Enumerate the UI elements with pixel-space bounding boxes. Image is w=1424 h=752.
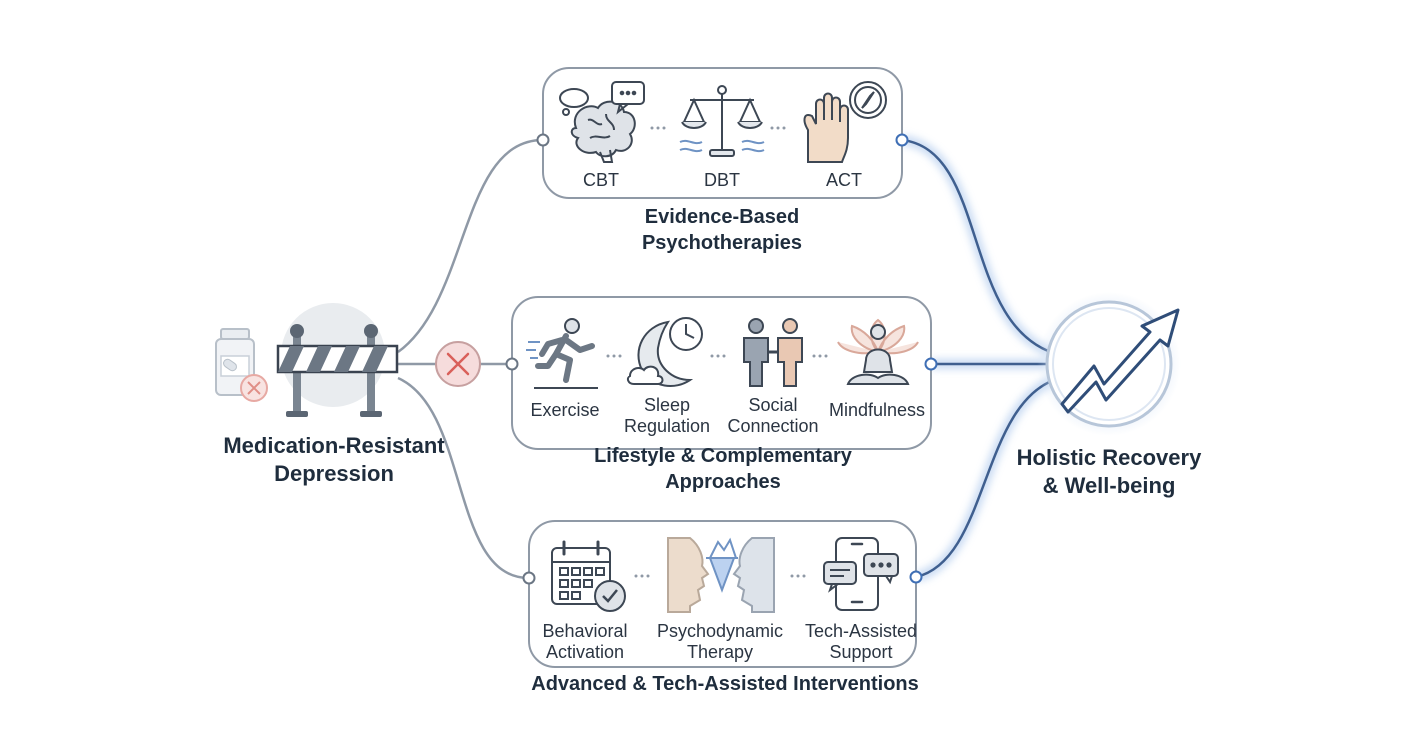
target-title: Holistic Recovery & Well-being bbox=[1016, 445, 1202, 498]
item-label-act: ACT bbox=[826, 170, 862, 190]
phone-chat-icon bbox=[823, 537, 899, 611]
advanced-title: Advanced & Tech-Assisted Interventions bbox=[531, 673, 919, 695]
item-label-exercise: Exercise bbox=[530, 400, 600, 420]
item-label-psychodynamic-therapy: Psychodynamic Therapy bbox=[656, 621, 784, 662]
connector-to-advanced bbox=[397, 376, 530, 580]
item-label-cbt: CBT bbox=[583, 170, 619, 190]
connector-psychotherapies-to-recovery bbox=[901, 138, 1061, 357]
faces-iceberg-icon bbox=[667, 537, 775, 613]
moon-clock-icon bbox=[626, 317, 703, 387]
lifestyle-title: Lifestyle & Complementary Approaches bbox=[594, 445, 852, 493]
item-label-mindfulness: Mindfulness bbox=[828, 400, 926, 420]
advanced-out-dot bbox=[909, 570, 923, 584]
hand-compass-icon bbox=[803, 81, 887, 163]
psychotherapies-title: Evidence-Based Psychotherapies bbox=[641, 206, 803, 254]
meditation-icon bbox=[837, 318, 919, 385]
source-title: Medication-Resistant Depression bbox=[223, 433, 445, 486]
item-label-dbt: DBT bbox=[704, 170, 740, 190]
balance-scale-icon bbox=[679, 85, 765, 157]
brain-icon bbox=[559, 81, 645, 163]
psychotherapies-out-dot bbox=[895, 133, 909, 147]
item-label-sleep-regulation: Sleep Regulation bbox=[623, 395, 711, 436]
recovery-target-icon bbox=[1037, 292, 1181, 436]
item-label-social-connection: Social Connection bbox=[727, 395, 819, 436]
upward-trend-arrow-icon bbox=[1060, 308, 1180, 414]
lifestyle-in-dot bbox=[505, 357, 519, 371]
connector-advanced-to-recovery bbox=[915, 376, 1061, 579]
roadblock-barrier-icon bbox=[276, 303, 399, 417]
target-connectors bbox=[901, 138, 1061, 579]
connector-to-psychotherapies bbox=[397, 138, 544, 354]
calendar-check-icon bbox=[551, 540, 626, 612]
item-label-behavioral-activation: Behavioral Activation bbox=[542, 621, 628, 662]
running-person-icon bbox=[526, 318, 598, 389]
connector-dots bbox=[505, 133, 938, 585]
item-label-tech-assisted-support: Tech-Assisted Support bbox=[804, 621, 918, 662]
medication-bottle-icon bbox=[215, 328, 268, 402]
blocked-x-icon bbox=[435, 341, 481, 387]
advanced-box bbox=[528, 520, 917, 668]
separator-dots bbox=[606, 126, 828, 578]
lifestyle-box bbox=[511, 296, 932, 450]
two-people-icon bbox=[743, 318, 803, 387]
psychotherapies-in-dot bbox=[536, 133, 550, 147]
advanced-in-dot bbox=[522, 571, 536, 585]
lifestyle-out-dot bbox=[924, 357, 938, 371]
